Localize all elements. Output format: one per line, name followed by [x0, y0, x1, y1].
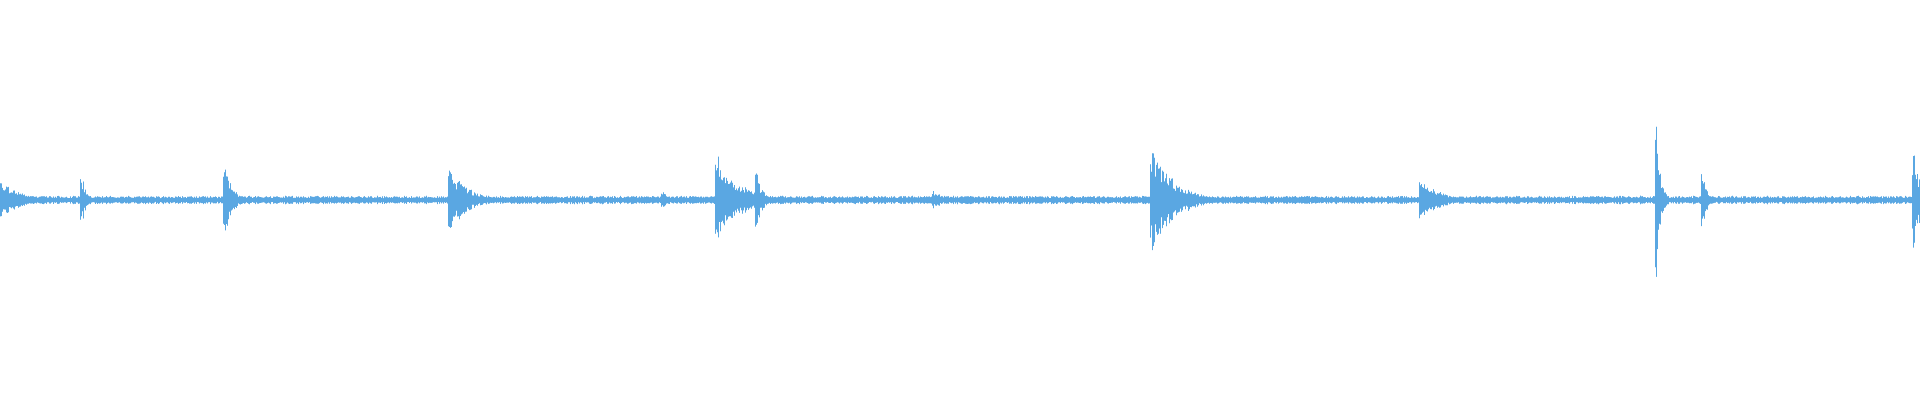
waveform-path	[0, 126, 1920, 277]
